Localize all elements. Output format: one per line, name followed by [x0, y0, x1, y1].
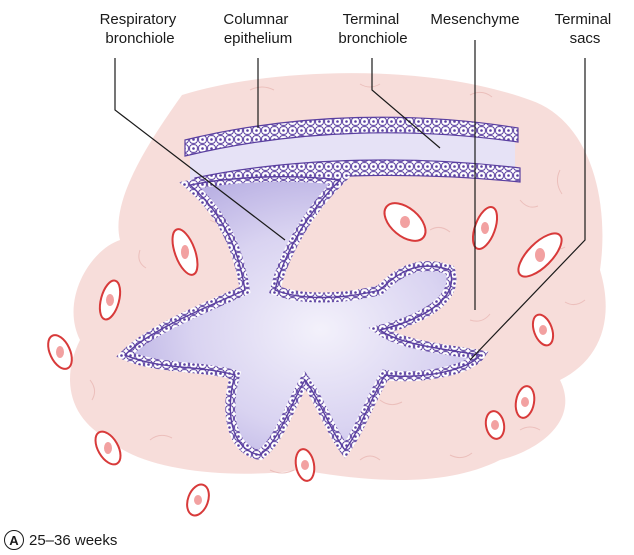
label-respiratory-bronchiole: Respiratory bronchiole: [100, 11, 181, 47]
label-columnar-epithelium: Columnar epithelium: [223, 11, 292, 47]
diagram-labels: Respiratory bronchiole Columnar epitheli…: [100, 11, 616, 47]
figure-caption: A 25–36 weeks: [4, 530, 117, 550]
capillary: [183, 482, 213, 519]
panel-letter-badge: A: [4, 530, 24, 550]
label-terminal-sacs: Terminal sacs: [555, 11, 616, 47]
label-mesenchyme: Mesenchyme: [430, 11, 519, 28]
caption-text: 25–36 weeks: [29, 532, 117, 549]
label-terminal-bronchiole: Terminal bronchiole: [338, 11, 407, 47]
